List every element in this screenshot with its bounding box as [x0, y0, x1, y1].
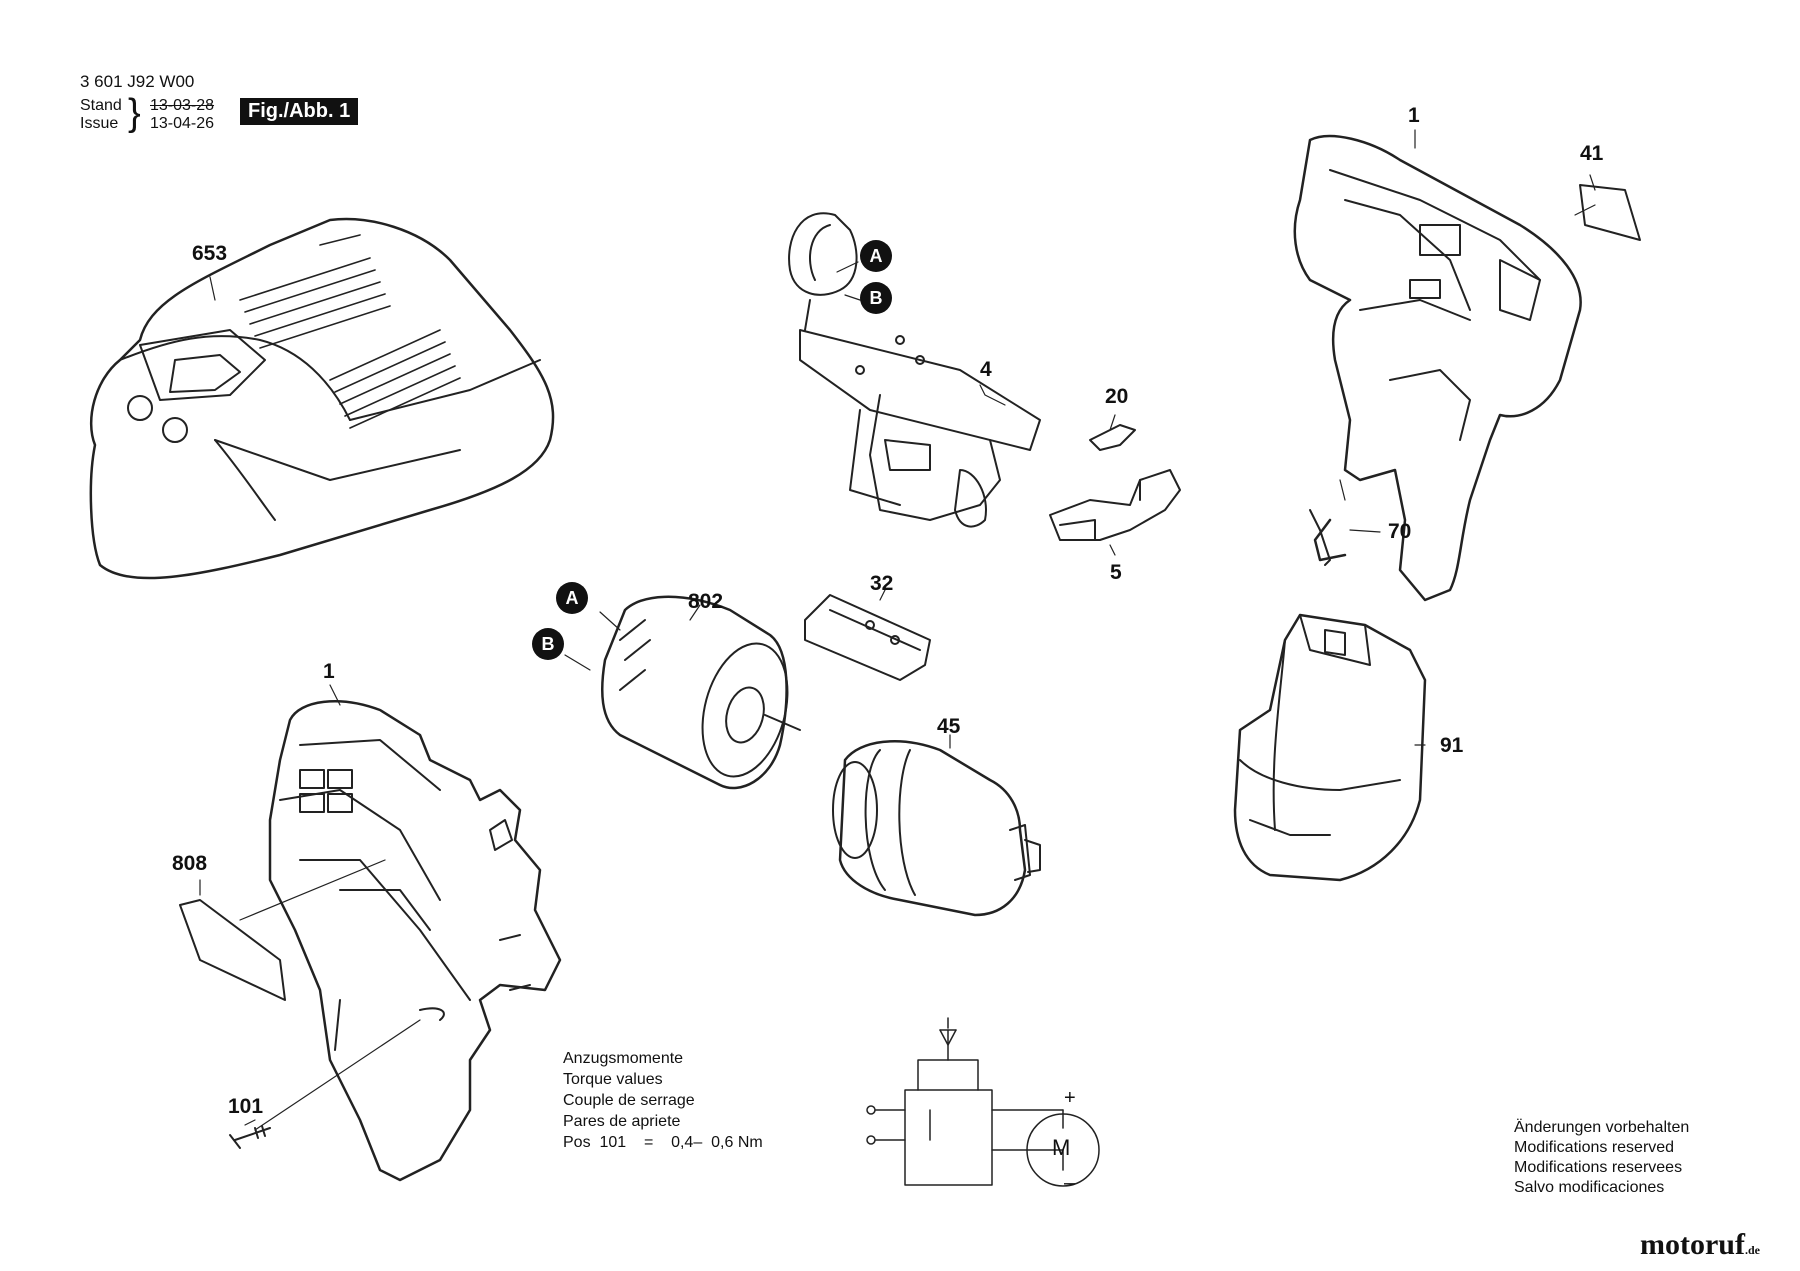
housing-left-drawing [268, 700, 562, 1182]
callout-41: 41 [1580, 142, 1604, 165]
disclaimer-de: Änderungen vorbehalten [1514, 1119, 1690, 1136]
callout-1-left: 1 [323, 660, 335, 683]
date-current: 13-04-26 [150, 115, 215, 132]
callout-808: 808 [172, 852, 208, 875]
minus-terminal: – [1064, 1172, 1076, 1194]
torque-value-from: 0,4 [671, 1134, 694, 1151]
figure-label: Fig./Abb. 1 [240, 98, 359, 125]
doc-number: 3 601 J92 W00 [80, 72, 195, 91]
callout-32: 32 [870, 572, 894, 595]
watermark-logo: motoruf.de [1640, 1228, 1760, 1262]
torque-line-de: Anzugsmomente [563, 1050, 684, 1067]
callout-70: 70 [1388, 520, 1412, 543]
part-32-drawing [804, 594, 931, 681]
callout-91: 91 [1440, 734, 1464, 757]
disclaimer-en: Modifications reserved [1514, 1139, 1675, 1156]
brace-symbol: } [128, 92, 141, 134]
callout-101: 101 [228, 1095, 264, 1118]
callout-653: 653 [192, 242, 228, 265]
callout-802: 802 [688, 590, 724, 613]
gearbox-drawing [832, 740, 1041, 917]
torque-values-block: Anzugsmomente Torque values Couple de se… [563, 1048, 763, 1153]
stand-label: Stand [80, 97, 122, 114]
connector-a-motor: A [556, 582, 588, 614]
charger-drawing [89, 217, 555, 580]
motor-drawing [601, 595, 801, 790]
screw-101-drawing [229, 1125, 271, 1149]
callout-20: 20 [1105, 385, 1129, 408]
issue-label: Issue [80, 115, 119, 132]
torque-value-line: Pos 101 = 0,4– 0,6 Nm [563, 1134, 763, 1151]
connector-a-top: A [860, 240, 892, 272]
disclaimer-block: Änderungen vorbehalten Modifications res… [1514, 1118, 1689, 1198]
callout-5: 5 [1110, 561, 1122, 584]
disclaimer-es: Salvo modificaciones [1514, 1179, 1665, 1196]
date-struck: 13-03-28 [150, 97, 215, 114]
torque-line-es: Pares de apriete [563, 1113, 681, 1130]
callout-45: 45 [937, 715, 961, 738]
nameplate-808-drawing [179, 899, 286, 1001]
torque-equals: = [643, 1134, 654, 1151]
torque-line-fr: Couple de serrage [563, 1092, 695, 1109]
torque-pos-number: 101 [599, 1134, 627, 1151]
housing-right-drawing [1293, 134, 1582, 602]
callout-1-right: 1 [1408, 104, 1420, 127]
torque-pos-label: Pos [563, 1134, 591, 1151]
schematic-drawing [866, 1017, 1100, 1187]
torque-value-to: 0,6 Nm [711, 1134, 763, 1151]
motor-symbol: M [1052, 1135, 1071, 1160]
part-5-drawing [1049, 469, 1181, 541]
plus-terminal: + [1064, 1087, 1076, 1109]
part-20-drawing [1089, 424, 1136, 451]
connector-b-top: B [860, 282, 892, 314]
clip-70-drawing [1313, 518, 1347, 562]
disclaimer-fr: Modifications reservees [1514, 1159, 1683, 1176]
switch-drawing [788, 212, 1041, 528]
label-41-drawing [1579, 184, 1641, 241]
battery-drawing [1233, 613, 1427, 882]
watermark-suffix: .de [1744, 1243, 1760, 1257]
callout-4: 4 [980, 358, 992, 381]
torque-line-en: Torque values [563, 1071, 663, 1088]
connector-b-motor: B [532, 628, 564, 660]
watermark-name: motoruf [1640, 1228, 1745, 1261]
leader-lines [199, 129, 1596, 1131]
